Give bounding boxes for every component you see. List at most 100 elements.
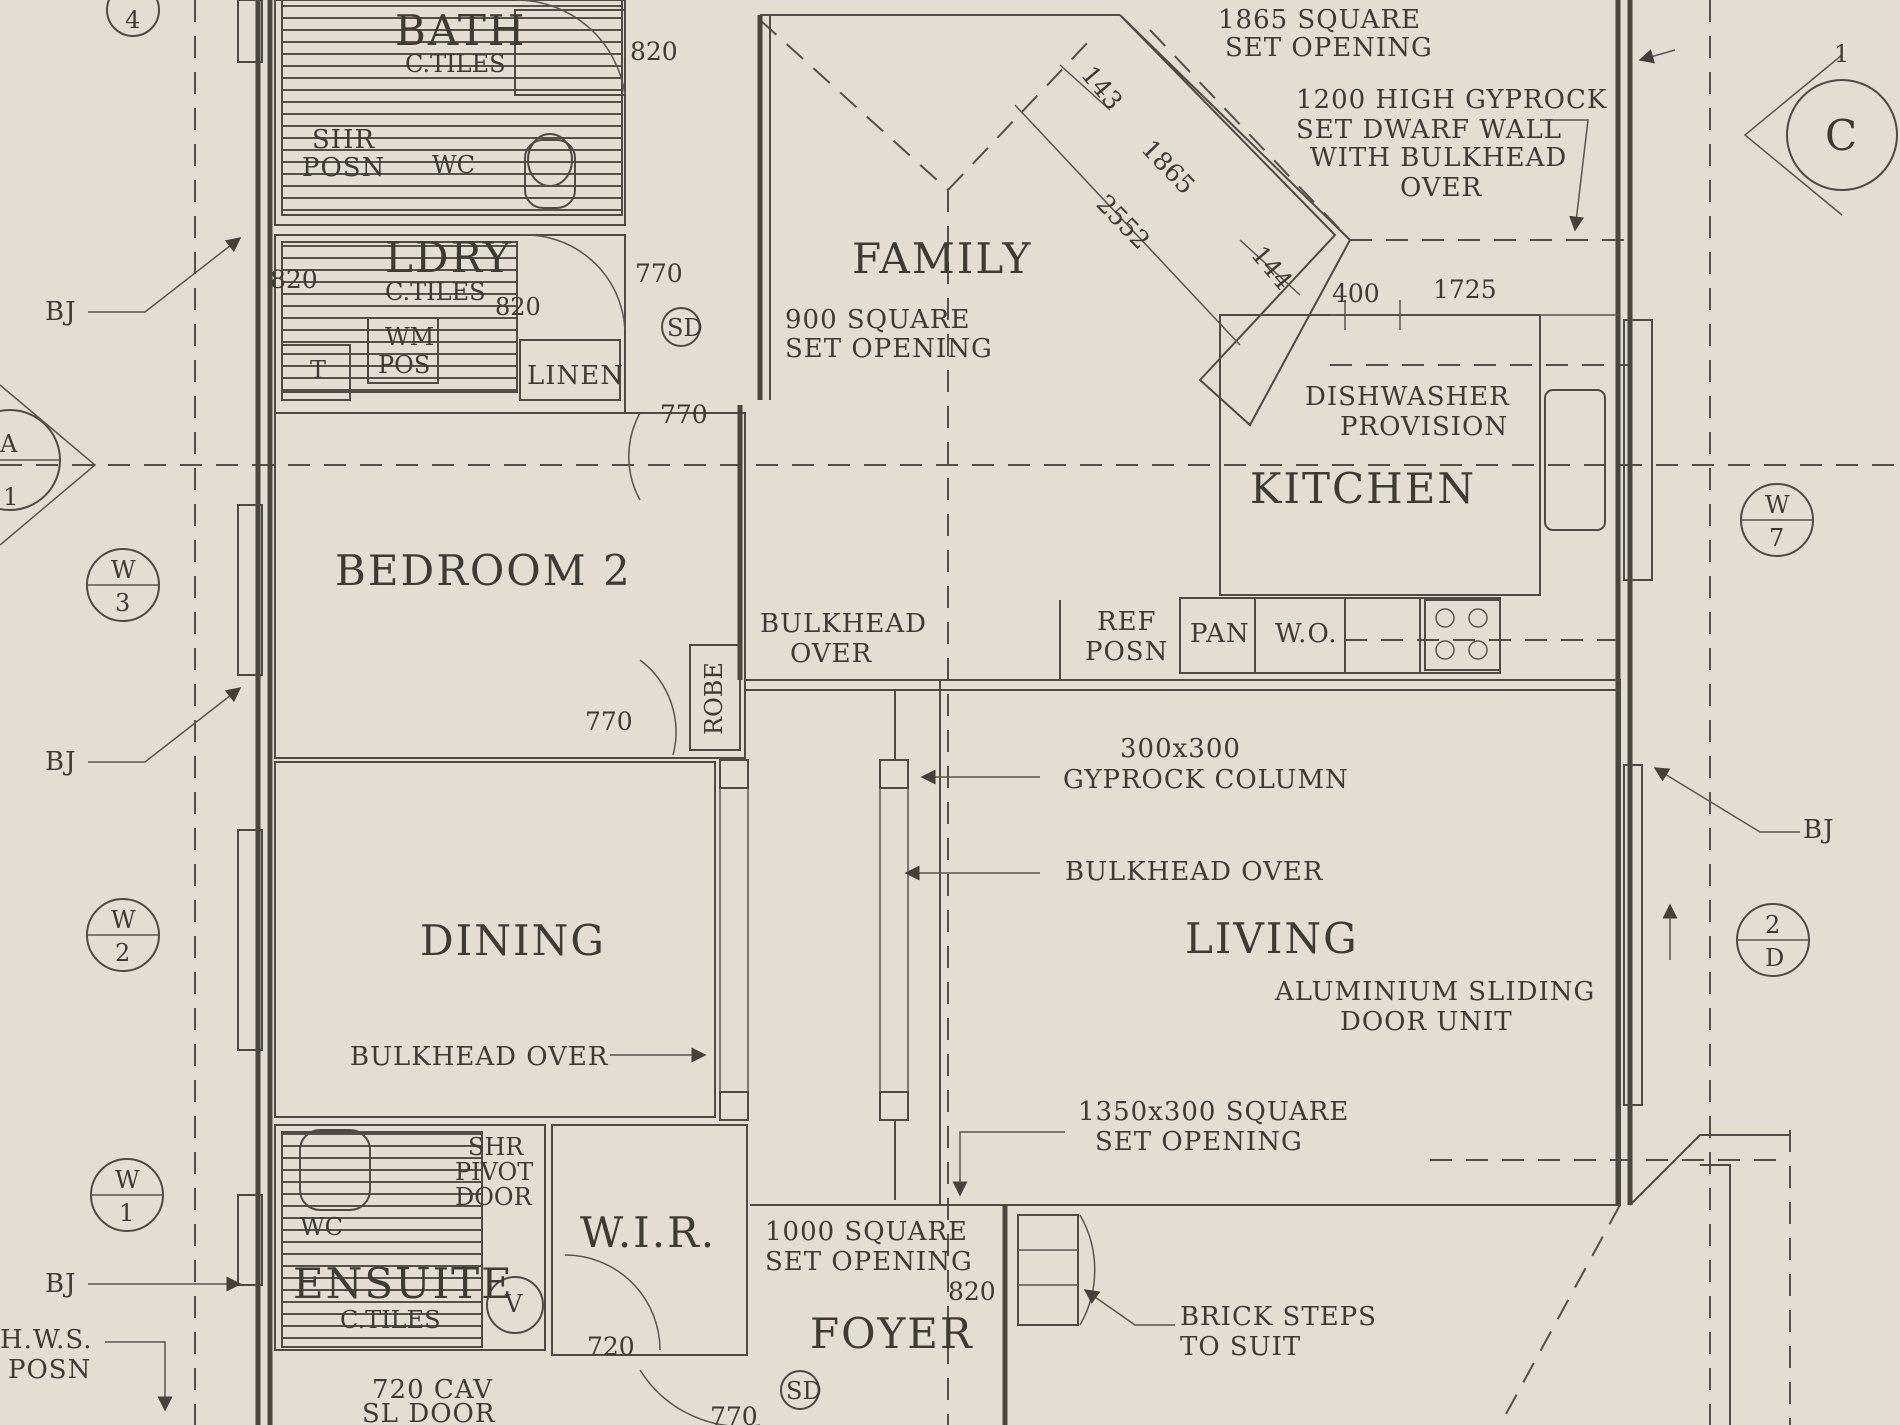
svg-text:1: 1 (3, 483, 18, 511)
svg-text:1: 1 (119, 1199, 134, 1227)
shr-posn-label-2: POSN (302, 153, 385, 183)
room-living: LIVING (1185, 914, 1359, 963)
section-marker-c: 1 C (1743, 40, 1898, 216)
dishwasher-label-2: PROVISION (1340, 412, 1508, 442)
note-bj-2: BJ (45, 747, 77, 777)
wm-pos-label-2: POS (378, 351, 430, 379)
shr-pivot-label-2: PIVOT (455, 1158, 533, 1186)
room-ensuite: ENSUITE (293, 1259, 514, 1308)
note-bj-1: BJ (45, 297, 77, 327)
note-900-square-2: SET OPENING (785, 334, 993, 364)
svg-text:1: 1 (1834, 40, 1849, 68)
note-900-square-1: 900 SQUARE (785, 305, 970, 335)
note-sliding-1: ALUMINIUM SLIDING (1274, 977, 1595, 1007)
door-swings (515, 0, 1096, 1425)
room-laundry: LDRY (385, 233, 513, 282)
dim-770-foyer: 770 (710, 1402, 758, 1425)
section-markers: W 3 W 2 W 1 W 7 2 D 4 A (0, 0, 1898, 1232)
ref-posn-label-2: POSN (1085, 637, 1168, 667)
note-1000-square-2: SET OPENING (765, 1247, 973, 1277)
fixtures (281, 133, 1606, 1334)
ensuite-finish: C.TILES (340, 1306, 441, 1334)
note-bulkhead-2: OVER (790, 639, 873, 669)
note-cav-2: SL DOOR (362, 1399, 496, 1425)
dim-820-bath: 820 (630, 37, 678, 66)
wm-pos-label-1: WM (385, 323, 434, 351)
shr-posn-label-1: SHR (312, 125, 375, 155)
cooktop (1424, 599, 1501, 671)
notes: 1865 SQUARE SET OPENING 1200 HIGH GYPROC… (0, 5, 1835, 1425)
note-1350-square-1: 1350x300 SQUARE (1078, 1097, 1349, 1127)
note-hws-1: H.W.S. (0, 1325, 93, 1355)
note-dwarf-wall-3: WITH BULKHEAD (1310, 143, 1567, 173)
note-hws-2: POSN (8, 1355, 91, 1385)
vanity-label: V (504, 1290, 523, 1318)
svg-text:A: A (0, 430, 18, 458)
svg-text:3: 3 (115, 589, 130, 617)
note-sd-1: SD (667, 314, 703, 342)
section-marker-w2: W 2 (86, 898, 160, 972)
note-sliding-2: DOOR UNIT (1340, 1007, 1513, 1037)
dim-820-foyer: 820 (948, 1277, 996, 1306)
dim-400: 400 (1332, 279, 1380, 308)
leader-lines (88, 49, 1800, 1412)
room-family: FAMILY (852, 234, 1032, 283)
note-bulkhead-mid: BULKHEAD OVER (1065, 857, 1324, 887)
robe-label: ROBE (700, 662, 728, 735)
section-marker-w1: W 1 (90, 1158, 164, 1232)
dim-1725: 1725 (1433, 275, 1497, 304)
fixture-labels: SHR POSN WC WM POS T LINEN ROBE DISHWASH… (300, 125, 1510, 1318)
dim-820-ldry: 820 (270, 265, 318, 294)
note-bj-right: BJ (1803, 815, 1835, 845)
note-column-2: GYPROCK COLUMN (1063, 765, 1349, 795)
svg-text:W: W (1765, 491, 1790, 519)
wc-bath-label: WC (432, 151, 475, 179)
room-labels: BATH C.TILES LDRY C.TILES BEDROOM 2 DINI… (293, 6, 1476, 1358)
section-marker-a: A 1 (0, 384, 97, 546)
dim-770-ldry: 770 (635, 259, 683, 288)
room-kitchen: KITCHEN (1250, 464, 1476, 513)
note-cav-1: 720 CAV (372, 1375, 493, 1405)
dim-820-b: 820 (495, 293, 541, 321)
note-dwarf-wall-1: 1200 HIGH GYPROCK (1296, 85, 1607, 115)
svg-text:W: W (115, 1166, 140, 1194)
note-bj-3: BJ (45, 1269, 77, 1299)
linen-label: LINEN (527, 361, 624, 391)
exterior-walls (237, 0, 1653, 1425)
note-1350-square-2: SET OPENING (1095, 1127, 1303, 1157)
room-foyer: FOYER (810, 1309, 974, 1358)
svg-text:D: D (1765, 944, 1784, 972)
room-wir: W.I.R. (580, 1208, 716, 1257)
dishwasher-label-1: DISHWASHER (1305, 382, 1510, 412)
svg-text:W: W (111, 556, 136, 584)
ref-posn-label-1: REF (1097, 607, 1157, 637)
room-bath: BATH (395, 6, 527, 55)
svg-text:W: W (111, 906, 136, 934)
section-marker-4: 4 (106, 0, 160, 37)
wc-ensuite-label: WC (300, 1213, 343, 1241)
pantry-label: PAN (1190, 619, 1250, 649)
shr-pivot-label-3: DOOR (455, 1183, 533, 1211)
note-bulkhead-dining: BULKHEAD OVER (350, 1042, 609, 1072)
note-1865-square-2: SET OPENING (1225, 33, 1433, 63)
dim-770-hall: 770 (660, 400, 708, 429)
laundry-finish: C.TILES (385, 278, 486, 306)
bath-finish: C.TILES (405, 50, 506, 78)
note-column-1: 300x300 (1120, 734, 1241, 764)
note-bulkhead-1: BULKHEAD (760, 609, 927, 639)
svg-text:2: 2 (1765, 911, 1780, 939)
svg-text:C: C (1825, 111, 1859, 160)
shr-pivot-label-1: SHR (468, 1133, 524, 1161)
dimension-lines (1014, 64, 1620, 346)
room-bedroom-2: BEDROOM 2 (335, 546, 632, 595)
svg-text:7: 7 (1769, 524, 1784, 552)
svg-text:2: 2 (115, 939, 130, 967)
note-1000-square-1: 1000 SQUARE (765, 1217, 968, 1247)
note-steps-1: BRICK STEPS (1180, 1302, 1377, 1332)
trough-label: T (310, 356, 326, 384)
section-marker-w3: W 3 (86, 548, 160, 622)
svg-text:4: 4 (125, 6, 140, 34)
dim-720-wir: 720 (587, 1332, 635, 1361)
